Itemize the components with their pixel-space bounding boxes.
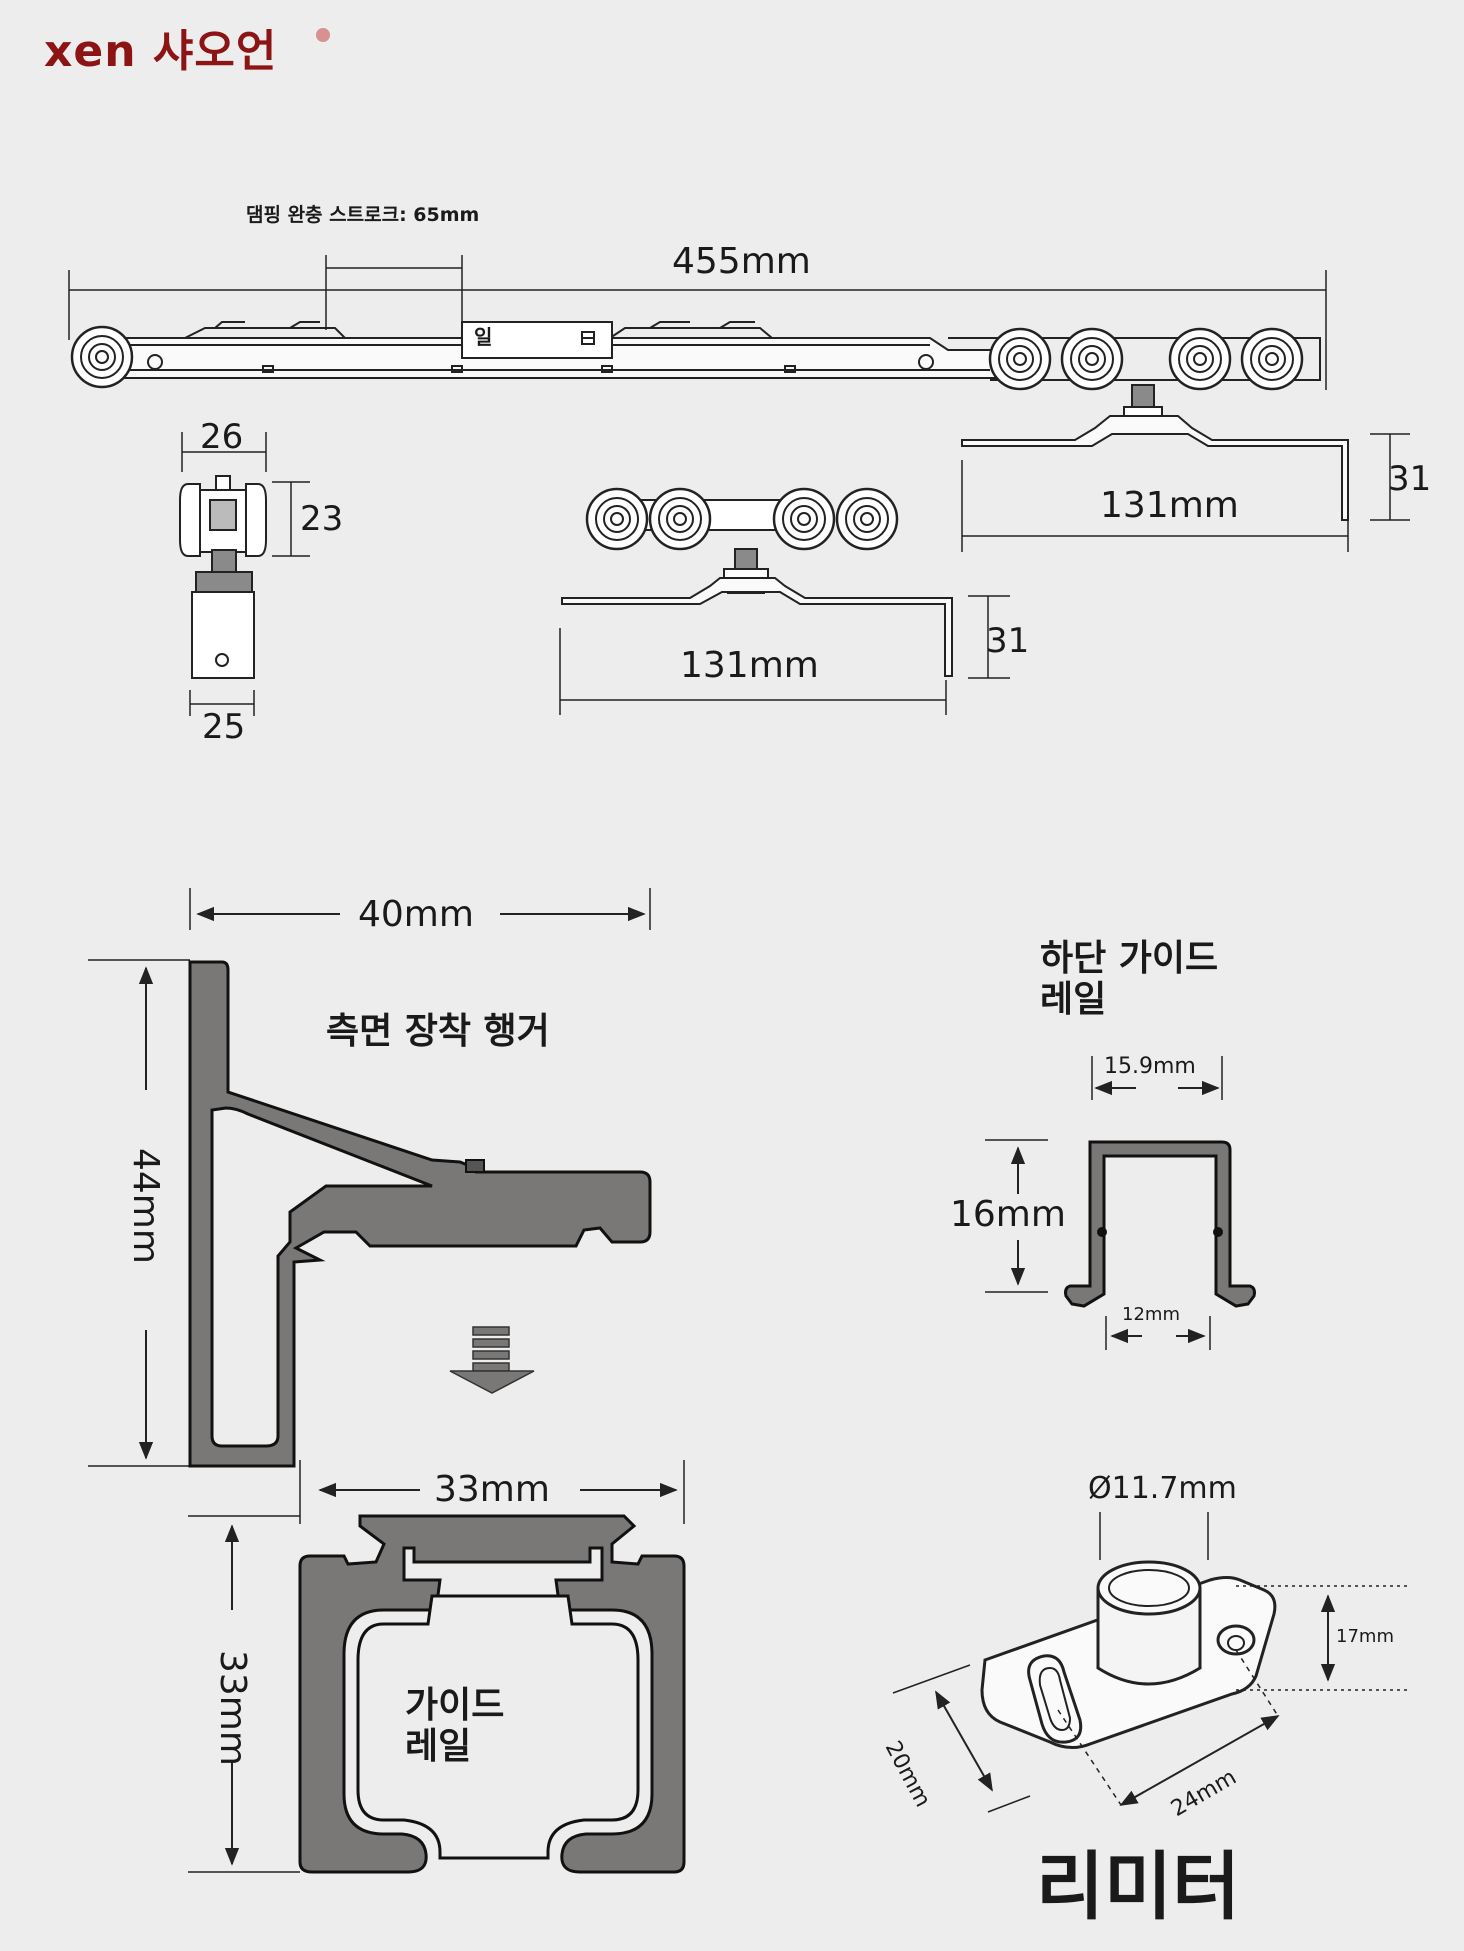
bottom-guide-rail-title-line2: 레일 <box>1040 979 1107 1021</box>
hanger-carriage-view <box>559 487 1010 715</box>
limiter-diameter-label: Ø11.7mm <box>1088 1471 1237 1506</box>
track-length-label: 455mm <box>672 241 811 282</box>
brand-logo: xen 샤오언 <box>44 26 278 77</box>
bottom-rail-height-label: 16mm <box>950 1194 1066 1235</box>
brand-registered-icon <box>316 28 330 42</box>
bottom-guide-rail-title-line1: 하단 가이드 <box>1040 938 1219 979</box>
plate-mark-label: 일 <box>474 325 493 349</box>
guide-rail-title-line1: 가이드 <box>405 1685 505 1726</box>
guide-rail-title: 가이드 레일 <box>405 1685 504 1768</box>
side-mount-hanger-title: 측면 장착 행거 <box>326 1011 550 1052</box>
wheel-side-view <box>179 432 310 716</box>
damping-stroke-label: 댐핑 완충 스트로크: 65mm <box>246 204 480 226</box>
limiter-drawing <box>892 1512 1410 1813</box>
right-hanger-height-label: 31 <box>1388 459 1432 499</box>
right-hanger-length-label: 131mm <box>1100 485 1239 526</box>
guide-rail-height-label: 33mm <box>212 1650 253 1766</box>
hanger-width-label: 40mm <box>358 894 474 935</box>
wheel-width-top-label: 26 <box>200 417 244 457</box>
soft-close-track-assembly <box>68 255 1410 552</box>
bottom-guide-rail-title: 하단 가이드 레일 <box>1040 938 1218 1021</box>
hanger-height-label: 44mm <box>125 1148 166 1264</box>
limiter-title: 리미터 <box>1036 1844 1241 1930</box>
guide-rail-width-label: 33mm <box>434 1469 550 1510</box>
left-hanger-height-label: 31 <box>986 621 1030 661</box>
wheel-height-label: 23 <box>300 499 344 539</box>
guide-rail-title-line2: 레일 <box>405 1726 472 1768</box>
guide-rail-profile <box>188 1460 686 1874</box>
bottom-guide-rail-profile <box>985 1056 1256 1350</box>
wheel-width-bottom-label: 25 <box>202 707 246 747</box>
side-mount-hanger-profile <box>88 888 652 1468</box>
limiter-height-label: 17mm <box>1336 1626 1394 1647</box>
connector-screw <box>449 1326 535 1394</box>
bottom-rail-inner-width-label: 12mm <box>1122 1304 1180 1325</box>
bottom-rail-outer-width-label: 15.9mm <box>1104 1054 1196 1079</box>
left-hanger-length-label: 131mm <box>680 645 819 686</box>
